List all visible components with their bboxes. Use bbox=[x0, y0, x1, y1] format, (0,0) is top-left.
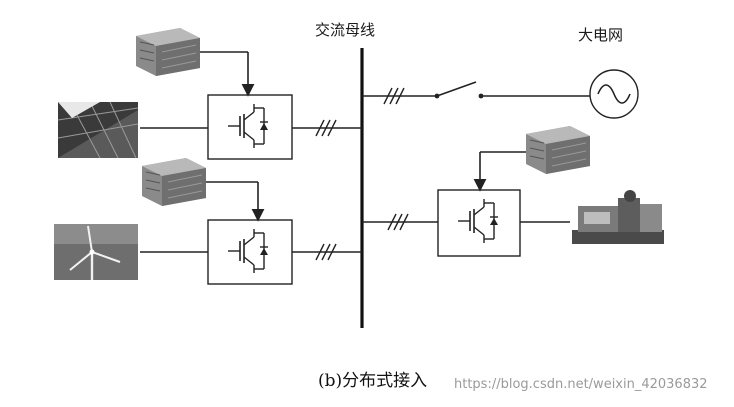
solar-panel-icon bbox=[57, 101, 139, 159]
generator-converter bbox=[437, 189, 521, 257]
battery-pack-icon bbox=[525, 125, 591, 175]
battery-pack-icon bbox=[141, 157, 207, 207]
figure-caption: (b)分布式接入 bbox=[318, 371, 427, 391]
pv-converter bbox=[207, 94, 293, 160]
ac-source-icon bbox=[589, 69, 639, 119]
battery-pack-icon bbox=[135, 27, 201, 77]
wind-converter bbox=[207, 219, 293, 285]
grid-breaker-switch bbox=[362, 81, 590, 105]
watermark-text: https://blog.csdn.net/weixin_42036832 bbox=[454, 377, 708, 392]
ac-bus-label: 交流母线 bbox=[315, 21, 375, 39]
grid-label: 大电网 bbox=[578, 26, 623, 44]
wind-turbine-icon bbox=[54, 224, 138, 280]
diesel-generator-icon bbox=[572, 190, 664, 244]
